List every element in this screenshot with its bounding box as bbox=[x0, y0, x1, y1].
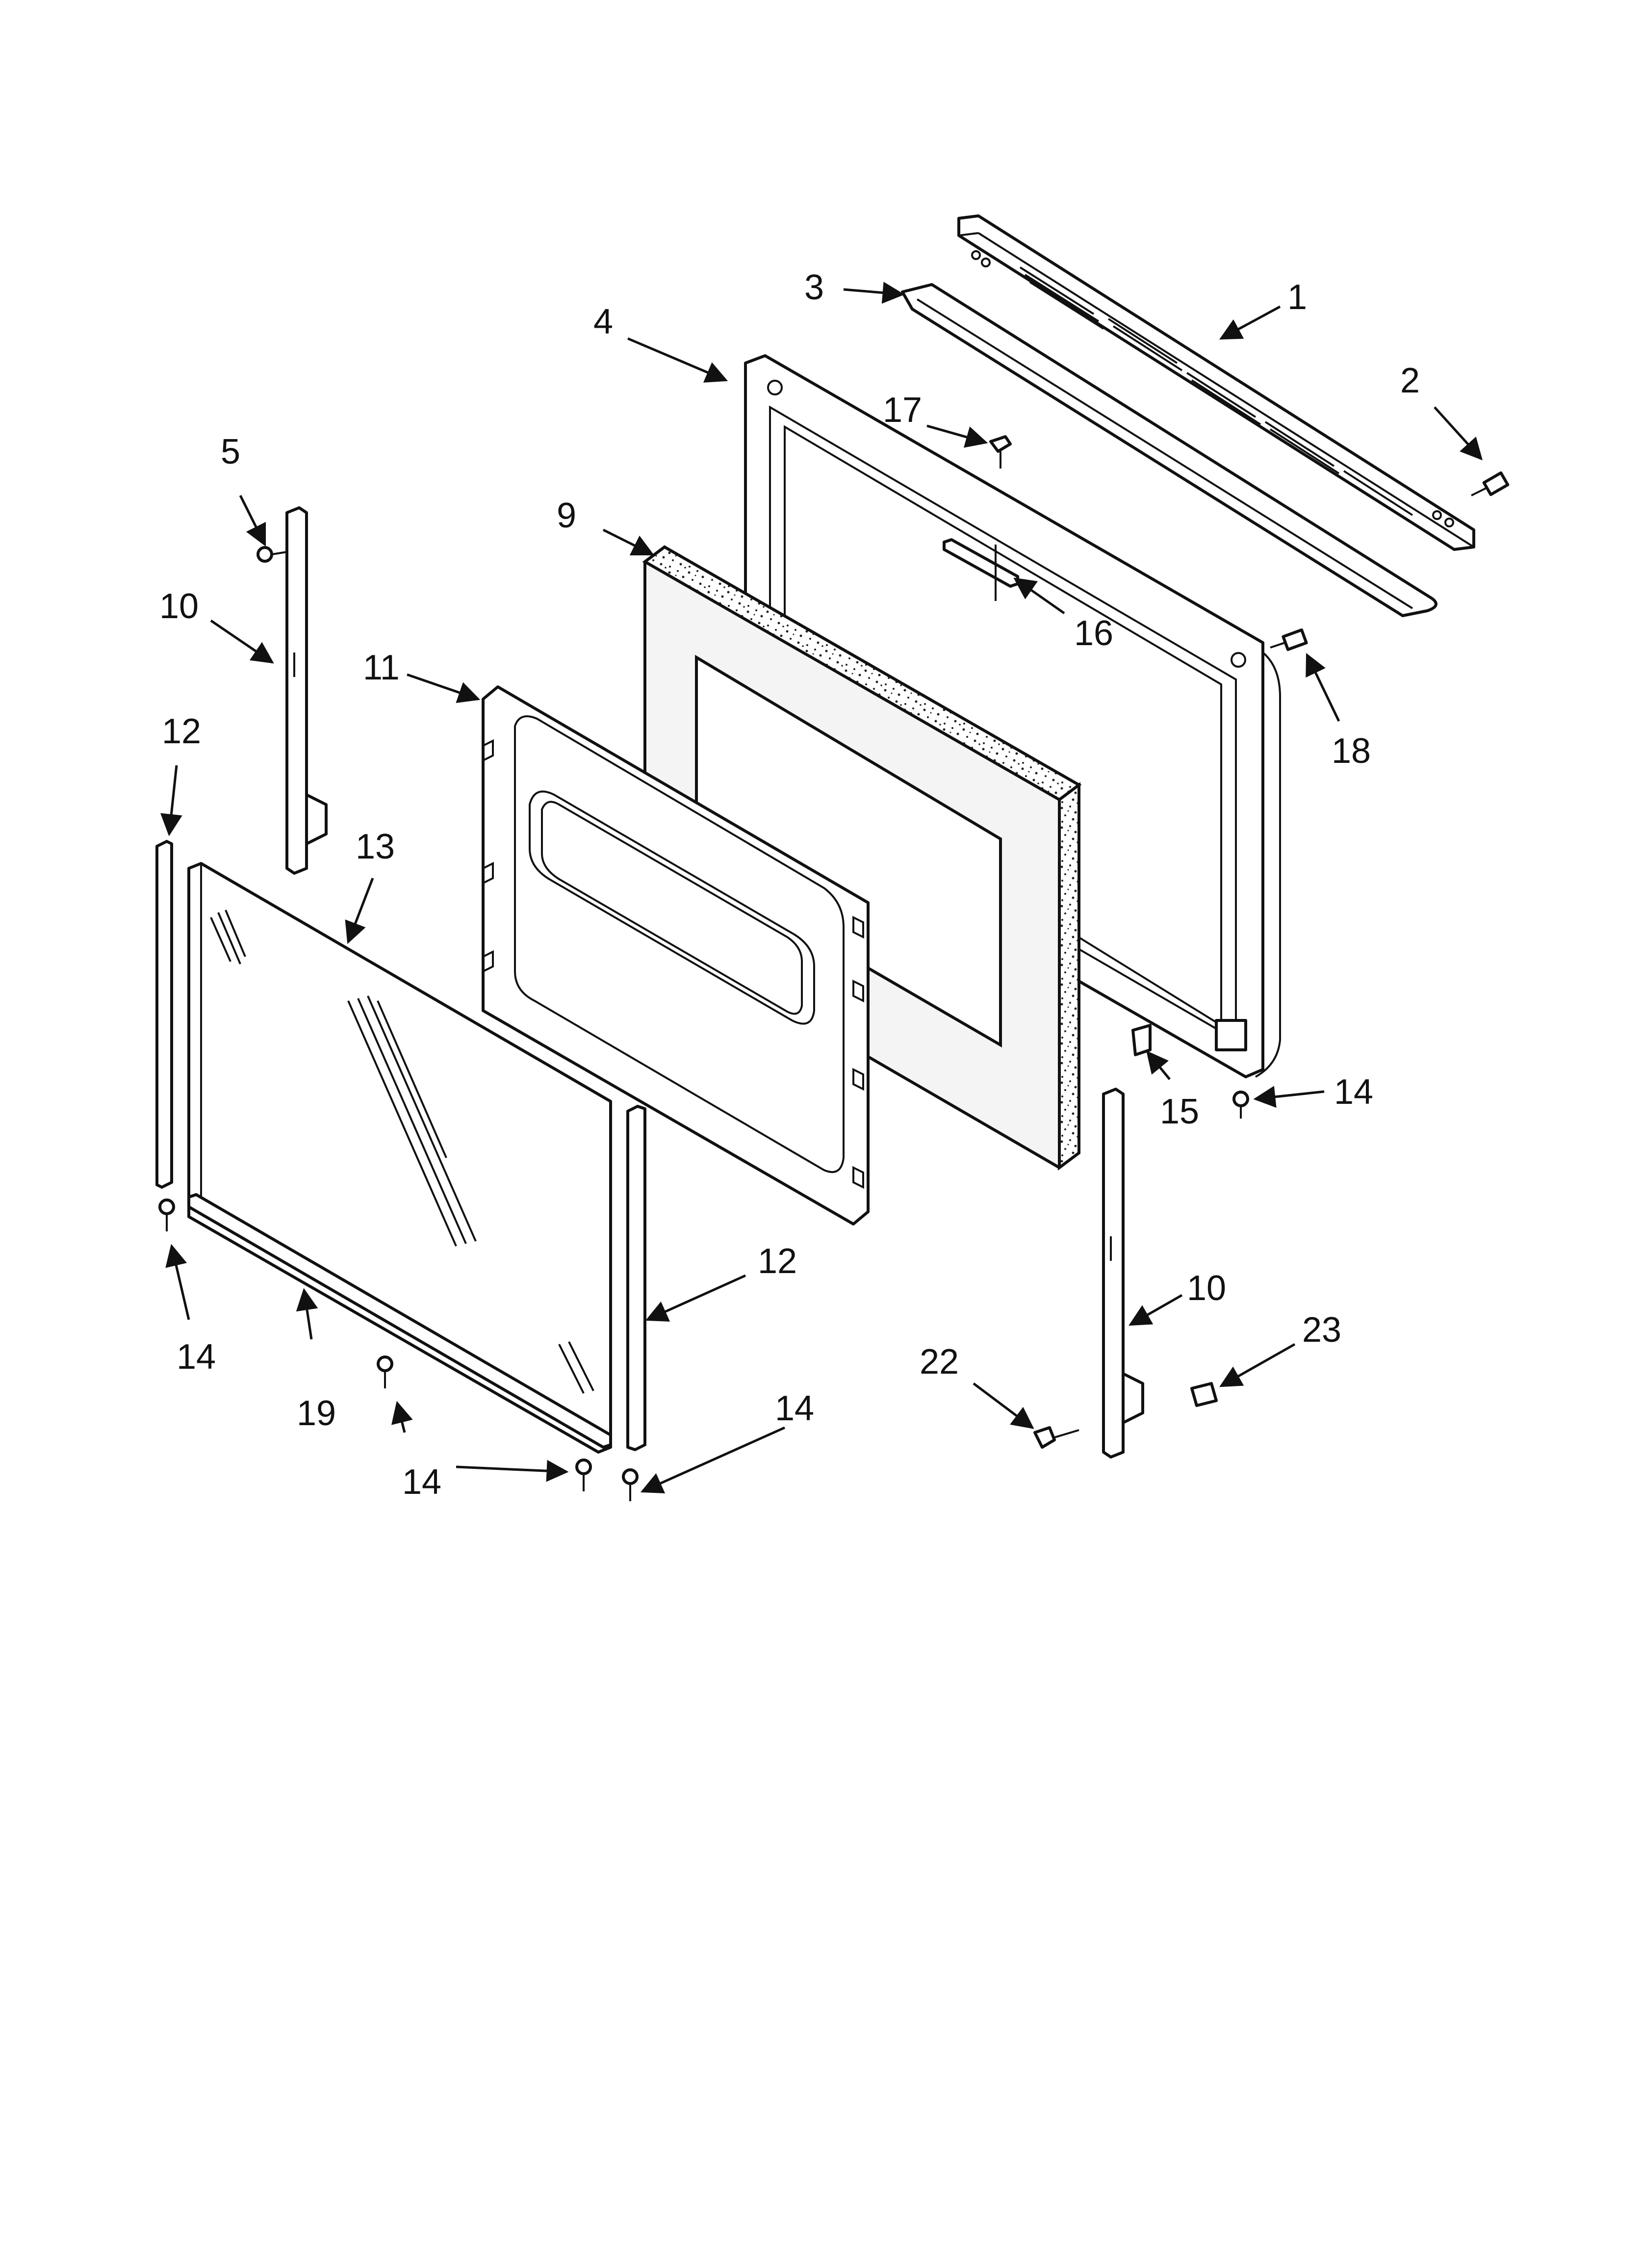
callout-1: 1 bbox=[1287, 278, 1307, 317]
part-18-screw bbox=[1270, 628, 1308, 651]
callout-19: 19 bbox=[297, 1394, 336, 1433]
callout-17: 17 bbox=[883, 391, 922, 430]
callout-3: 3 bbox=[804, 268, 824, 307]
part-13-outer-glass bbox=[187, 862, 612, 1454]
callout-16: 16 bbox=[1074, 614, 1113, 653]
part-23-clip bbox=[1190, 1382, 1218, 1407]
callout-22: 22 bbox=[920, 1342, 959, 1382]
part-17-screw bbox=[989, 435, 1012, 469]
callout-14-a: 14 bbox=[1334, 1072, 1373, 1112]
part-14-screw-b bbox=[158, 1199, 175, 1231]
part-14-screw-c bbox=[377, 1356, 393, 1388]
part-12-side-trim-left bbox=[155, 840, 173, 1189]
callout-4: 4 bbox=[593, 302, 613, 341]
callout-labels: 1 2 3 4 5 9 10 11 12 13 14 15 16 17 18 1… bbox=[159, 268, 1420, 1502]
callout-14-b: 14 bbox=[177, 1337, 216, 1377]
callout-5: 5 bbox=[221, 432, 240, 471]
part-10-hinge-right bbox=[1102, 1088, 1144, 1459]
callout-9: 9 bbox=[557, 496, 576, 535]
part-5-screw bbox=[257, 546, 287, 563]
part-14-screw-a bbox=[1232, 1091, 1249, 1119]
leader-lines bbox=[160, 282, 1483, 1493]
part-14-screw-d bbox=[575, 1459, 592, 1491]
callout-12-left: 12 bbox=[162, 712, 201, 751]
callout-14-d: 14 bbox=[402, 1462, 441, 1502]
callout-10-left: 10 bbox=[159, 587, 199, 626]
part-15-clip bbox=[1131, 1024, 1152, 1056]
callout-12-right: 12 bbox=[758, 1242, 797, 1281]
callout-23: 23 bbox=[1302, 1310, 1341, 1350]
part-3-handle bbox=[901, 283, 1437, 617]
callout-18: 18 bbox=[1332, 731, 1371, 771]
part-12-side-trim-right bbox=[626, 1105, 646, 1451]
callout-13: 13 bbox=[356, 827, 395, 866]
part-14-screw-e bbox=[622, 1468, 639, 1501]
part-11-inner-panel bbox=[482, 685, 870, 1225]
part-1-vent-trim bbox=[957, 214, 1475, 551]
part-9-insulation bbox=[642, 545, 1082, 1171]
part-10-hinge-left bbox=[285, 506, 328, 875]
callout-15: 15 bbox=[1160, 1092, 1199, 1131]
part-22-screw bbox=[1033, 1426, 1079, 1449]
callout-10-right: 10 bbox=[1187, 1269, 1226, 1308]
part-2-screw bbox=[1471, 471, 1510, 496]
part-19-bottom-trim bbox=[187, 1193, 612, 1449]
callout-14-c: 14 bbox=[775, 1389, 814, 1428]
callout-11: 11 bbox=[363, 648, 400, 687]
callout-2: 2 bbox=[1400, 361, 1420, 400]
